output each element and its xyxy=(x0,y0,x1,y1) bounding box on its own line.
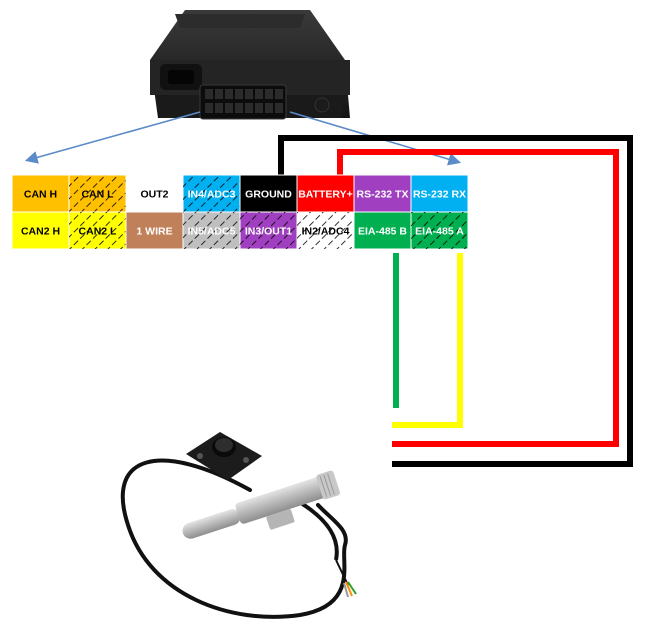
pin-label: CAN2 L xyxy=(79,226,118,238)
ground-wire xyxy=(278,135,633,467)
pin-label: BATTERY+ xyxy=(298,189,353,201)
pin-cell xyxy=(410,174,469,213)
pin-label: RS-232 TX xyxy=(357,189,409,201)
pin-label: CAN L xyxy=(81,189,114,201)
pin-label: CAN H xyxy=(24,189,57,201)
pin-hatch xyxy=(69,175,126,212)
pin-cell xyxy=(11,211,70,250)
connector-pinout: CAN H CAN L OUT2 IN4/ADC3 GROUND BATTERY+ RS-2… xyxy=(11,174,469,250)
pin-cell xyxy=(296,174,355,213)
pin-hatch xyxy=(69,212,126,249)
battery-wire xyxy=(337,149,619,447)
pin-cell xyxy=(239,174,298,213)
tracker-device-icon xyxy=(150,10,350,120)
pin-label: IN5/ADC5 xyxy=(188,226,236,238)
pin-label: 1 WIRE xyxy=(136,226,172,238)
pointer-arrow-left xyxy=(24,111,201,164)
pin-label: EIA-485 A xyxy=(415,226,464,238)
pin-label: CAN2 H xyxy=(21,226,60,238)
pin-hatch xyxy=(411,212,468,249)
pin-label: OUT2 xyxy=(140,189,168,201)
pin-label: IN4/ADC3 xyxy=(188,189,236,201)
pin-label: GROUND xyxy=(245,189,292,201)
pin-label: RS-232 RX xyxy=(413,189,466,201)
pin-hatch xyxy=(183,212,240,249)
pin-hatch xyxy=(297,212,354,249)
pin-label: IN2/ADC4 xyxy=(302,226,350,238)
pin-label: EIA-485 B xyxy=(358,226,407,238)
pin-hatch xyxy=(240,212,297,249)
pin-cell xyxy=(353,211,412,250)
pin-hatch xyxy=(183,175,240,212)
pin-cell xyxy=(125,211,184,250)
eia485-a-wire xyxy=(392,253,463,428)
pin-label: IN3/OUT1 xyxy=(245,226,292,238)
humidity-temperature-sensor-icon xyxy=(120,432,357,619)
